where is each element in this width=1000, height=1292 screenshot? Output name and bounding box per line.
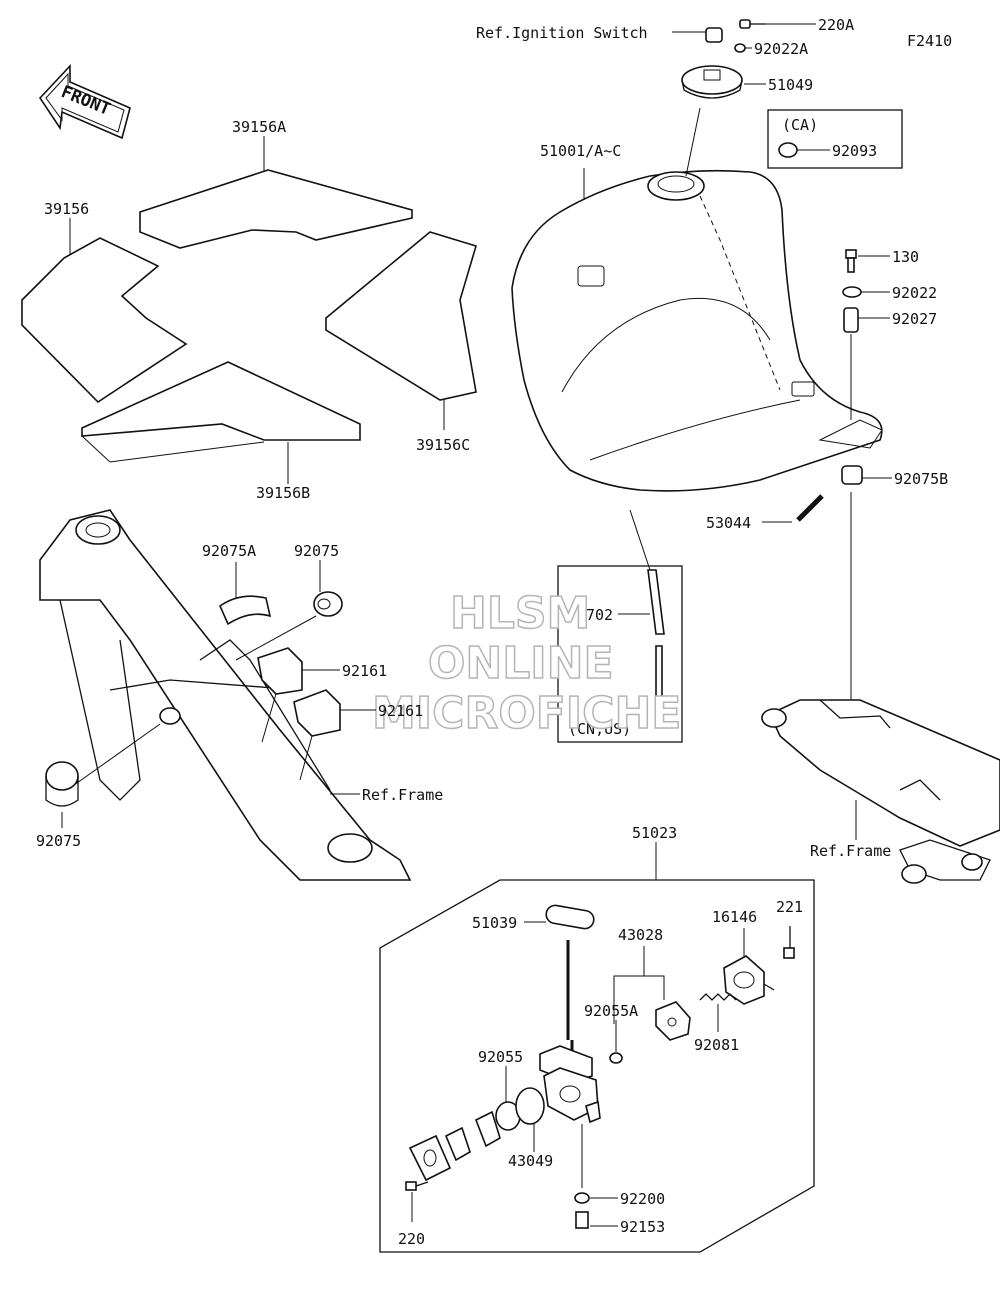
bracket-43028	[613, 946, 665, 1024]
label-92161-b: 92161	[378, 702, 423, 720]
label-ca: (CA)	[782, 116, 818, 134]
label-92081: 92081	[694, 1036, 739, 1054]
damper-92075-top	[235, 560, 343, 661]
spring-92081	[699, 993, 737, 1032]
bolt-130	[845, 249, 890, 273]
gaskets-small	[408, 1110, 501, 1182]
bolt-220A	[739, 19, 816, 29]
label-92022A: 92022A	[754, 40, 808, 58]
tube-53044	[762, 494, 824, 523]
label-92022: 92022	[892, 284, 937, 302]
label-92093: 92093	[832, 142, 877, 160]
damper-92075A	[219, 562, 272, 626]
washer-92022	[842, 286, 890, 298]
pad-39156C	[325, 231, 477, 430]
front-arrow-icon: FRONT	[38, 63, 131, 140]
fuel-cap-51049	[681, 65, 766, 99]
label-92075-bottom: 92075	[36, 832, 81, 850]
hose-box	[557, 509, 683, 743]
label-702: 702	[586, 606, 613, 624]
ignition-nut	[672, 27, 723, 43]
cover-16146	[723, 928, 775, 1005]
label-51023: 51023	[632, 824, 677, 842]
washer-92022A	[734, 43, 752, 53]
damper-92075-bottom	[45, 761, 79, 828]
label-53044: 53044	[706, 514, 751, 532]
damper-92075B	[841, 465, 892, 710]
label-92075-top: 92075	[294, 542, 339, 560]
label-16146: 16146	[712, 908, 757, 926]
fuel-cock-box	[379, 842, 815, 1253]
label-51049: 51049	[768, 76, 813, 94]
label-51039: 51039	[472, 914, 517, 932]
damper-92161-a	[257, 647, 340, 743]
label-39156B: 39156B	[256, 484, 310, 502]
watermark-line-1: HLSM	[450, 588, 590, 639]
oring-92055A	[609, 1020, 623, 1064]
label-51001: 51001/A~C	[540, 142, 621, 160]
pad-39156A	[139, 136, 413, 249]
cock-body	[539, 940, 601, 1188]
ref-frame-right: Ref.Frame	[810, 842, 891, 860]
frame-left	[39, 509, 412, 881]
screw-220	[405, 1181, 429, 1222]
label-92153: 92153	[620, 1218, 665, 1236]
label-43028: 43028	[618, 926, 663, 944]
label-43049: 43049	[508, 1152, 553, 1170]
label-92055: 92055	[478, 1048, 523, 1066]
collar-92027	[843, 307, 890, 420]
label-92161-a: 92161	[342, 662, 387, 680]
bolt-92153	[575, 1211, 618, 1229]
label-92075A: 92075A	[202, 542, 256, 560]
washer-92200	[574, 1192, 618, 1204]
label-cn-us: (CN,US)	[568, 720, 631, 738]
diaphragm-plate	[655, 1001, 691, 1041]
label-92027: 92027	[892, 310, 937, 328]
label-220A: 220A	[818, 16, 854, 34]
label-39156A: 39156A	[232, 118, 286, 136]
label-221: 221	[776, 898, 803, 916]
watermark-line-3: MICROFICHE	[372, 688, 681, 739]
ca-box	[767, 109, 903, 169]
label-39156: 39156	[44, 200, 89, 218]
watermark-line-2: ONLINE	[428, 638, 614, 689]
pad-39156B	[81, 361, 361, 484]
gasket-51039	[524, 904, 595, 930]
label-39156C: 39156C	[416, 436, 470, 454]
label-130: 130	[892, 248, 919, 266]
ref-frame-left: Ref.Frame	[362, 786, 443, 804]
pad-39156	[21, 218, 188, 404]
oring-92055	[495, 1066, 521, 1131]
label-220: 220	[398, 1230, 425, 1248]
frame-right	[761, 699, 1000, 884]
figure-code: F2410	[907, 32, 952, 50]
damper-92161-b	[293, 689, 376, 781]
fuel-tank-51001	[511, 107, 883, 492]
label-92055A: 92055A	[584, 1002, 638, 1020]
ref-ignition-switch: Ref.Ignition Switch	[476, 24, 648, 42]
filter-43049	[515, 1087, 545, 1152]
screw-221	[783, 926, 795, 959]
label-92075B: 92075B	[894, 470, 948, 488]
label-92200: 92200	[620, 1190, 665, 1208]
